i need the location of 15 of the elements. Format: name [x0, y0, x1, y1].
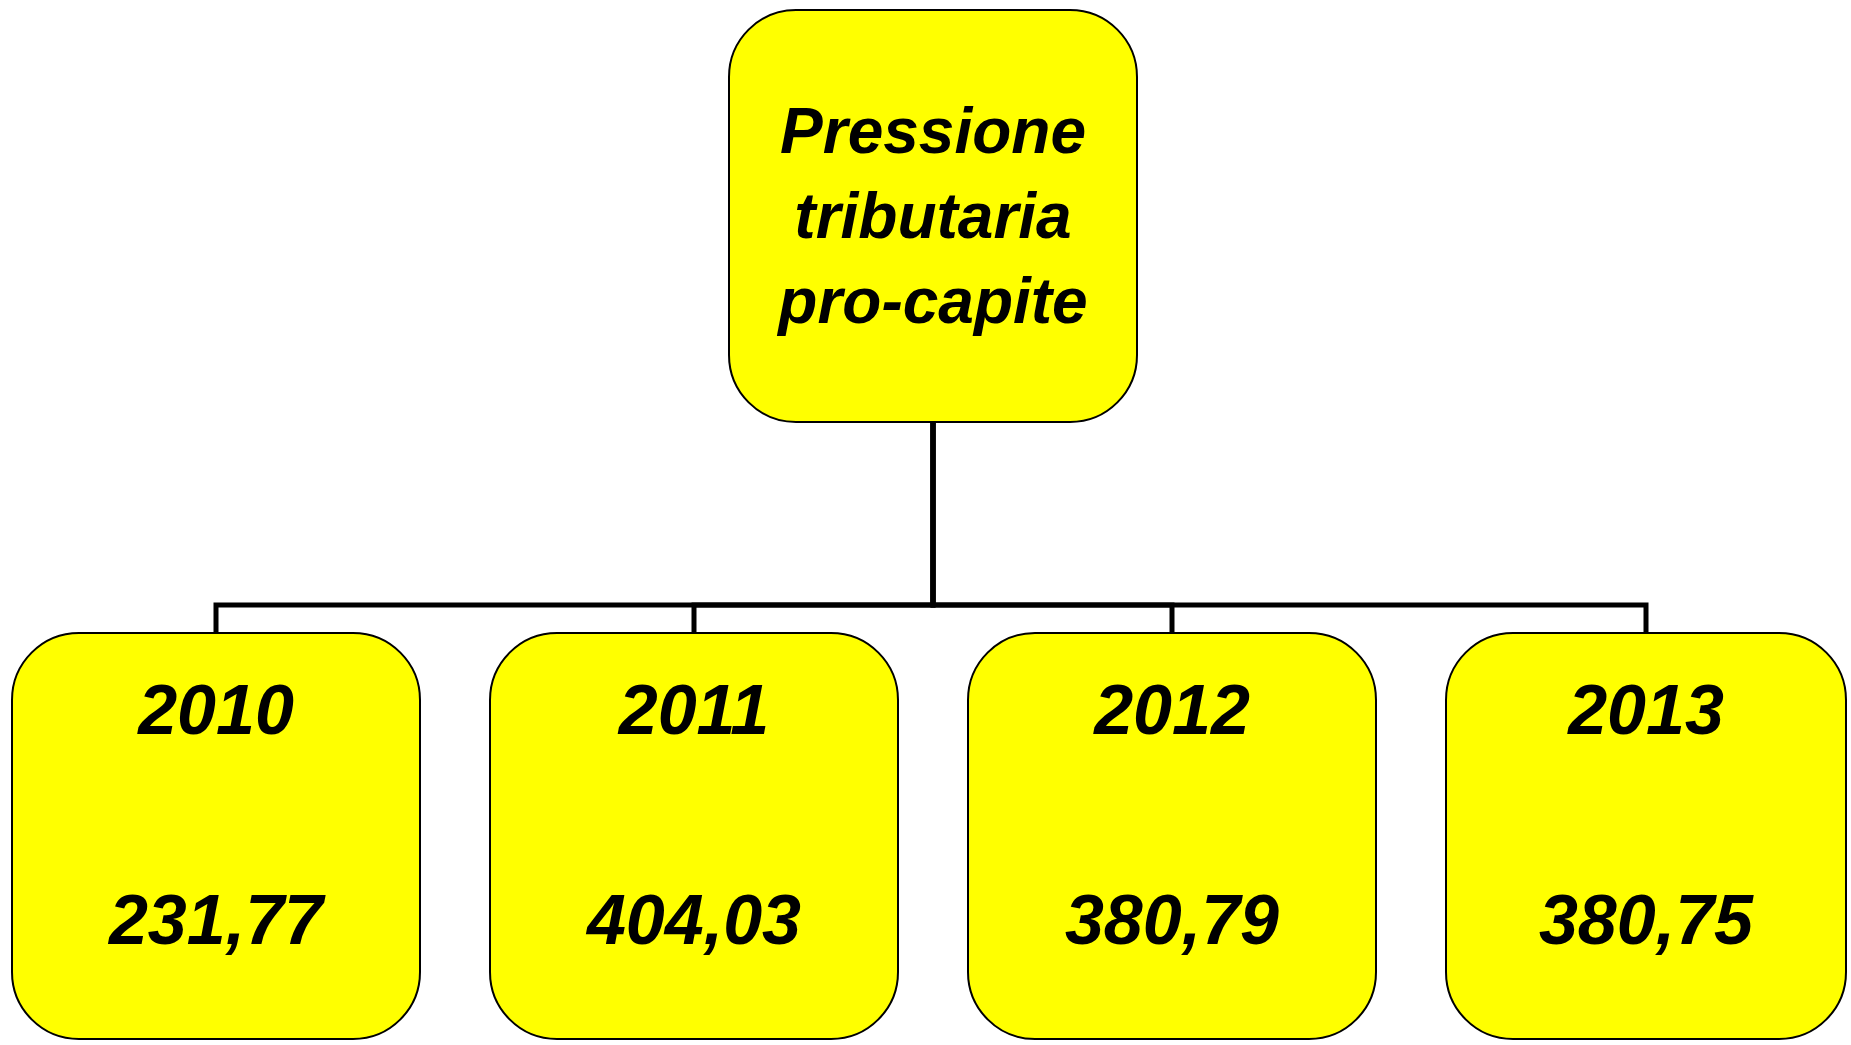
year-box — [967, 632, 1377, 1040]
year-label: 2013 — [1568, 670, 1724, 750]
title-box — [728, 9, 1138, 423]
year-box — [1445, 632, 1847, 1040]
title-text: Pressione tributaria pro-capite — [776, 93, 1089, 339]
value-label: 380,75 — [1538, 880, 1754, 960]
year-label: 2010 — [138, 670, 294, 750]
value-label: 404,03 — [586, 880, 802, 960]
year-label: 2011 — [618, 670, 770, 750]
value-label: 231,77 — [108, 880, 324, 960]
value-label: 380,79 — [1064, 880, 1280, 960]
year-label: 2012 — [1094, 670, 1250, 750]
year-box — [489, 632, 899, 1040]
connector-line — [930, 423, 1649, 632]
year-box — [11, 632, 421, 1040]
